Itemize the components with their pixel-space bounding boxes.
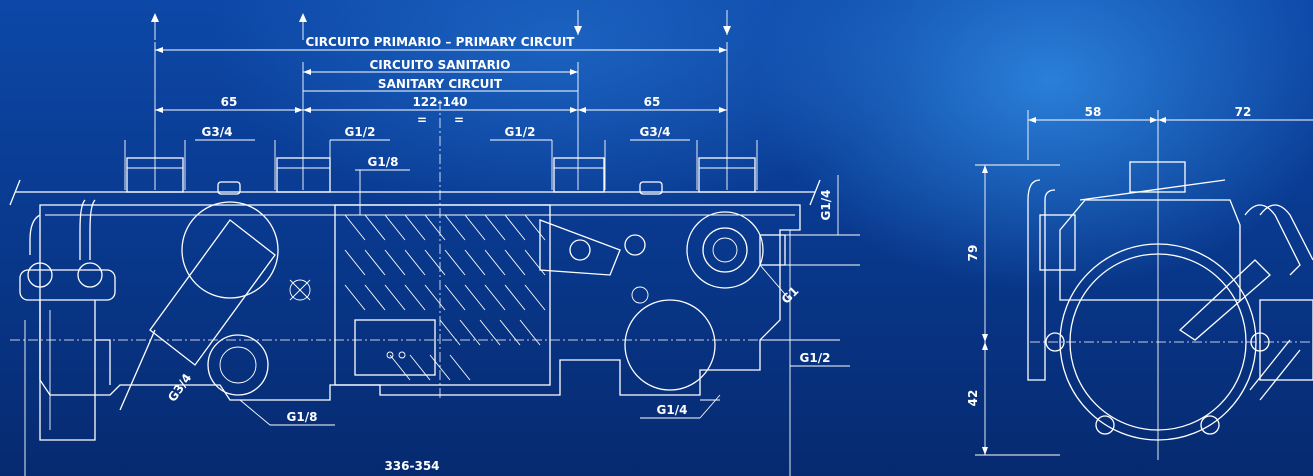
labels: CIRCUITO PRIMARIO – PRIMARY CIRCUIT CIRC… [165,35,1251,473]
thread-g1: G1 [779,284,802,307]
thread-g12-side: G1/2 [800,351,831,365]
thread-g12-right: G1/2 [505,125,536,139]
thread-g18-bottom: G1/8 [287,410,318,424]
front-view-body [9,157,821,476]
dim-336-354: 336-354 [384,459,439,473]
side-view [975,110,1313,460]
thread-g12-left: G1/2 [345,125,376,139]
equal-mark-right: = [454,113,464,127]
dim-122-140: 122-140 [412,95,467,109]
dim-42: 42 [966,390,980,407]
sanitario-label: CIRCUITO SANITARIO [370,58,511,72]
thread-g14-bottom: G1/4 [657,403,688,417]
dim-65-right: 65 [644,95,661,109]
dim-65-left: 65 [221,95,238,109]
thread-g34-left: G3/4 [202,125,233,139]
thread-g34-bottom: G3/4 [165,371,194,404]
dim-79: 79 [966,245,980,262]
sanitary-circuit-label: SANITARY CIRCUIT [378,77,503,91]
primary-circuit-label: CIRCUITO PRIMARIO – PRIMARY CIRCUIT [306,35,576,49]
thread-g18-top: G1/8 [368,155,399,169]
equal-mark-left: = [417,113,427,127]
thread-g14-right: G1/4 [819,190,833,221]
dim-72: 72 [1235,105,1252,119]
right-leaders [239,169,860,426]
dim-58: 58 [1085,105,1102,119]
thread-g34-right: G3/4 [640,125,671,139]
